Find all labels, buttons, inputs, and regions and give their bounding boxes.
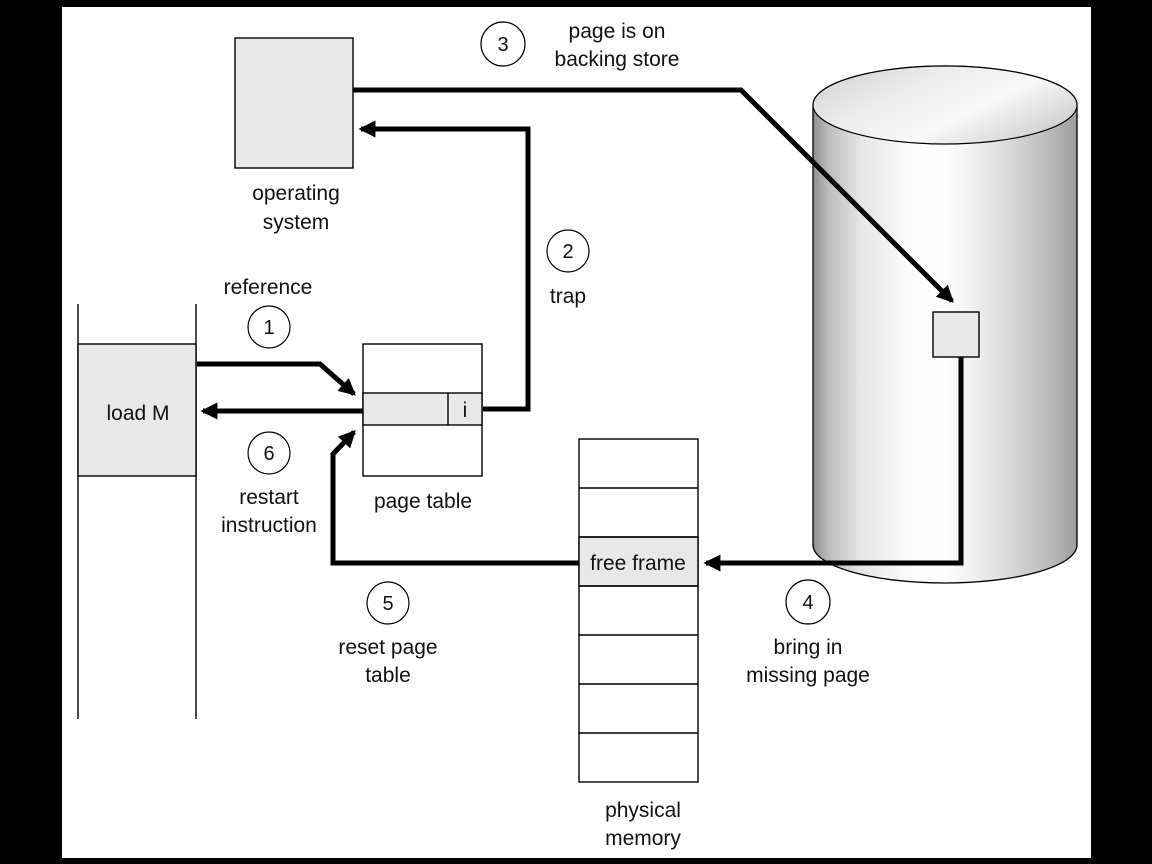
step-5-number: 5: [382, 593, 393, 615]
step-4-number: 4: [802, 592, 813, 614]
operating-system-label: system: [263, 211, 330, 234]
physical-memory-label: physical: [605, 799, 681, 822]
physical-memory: free frame physical memory: [578, 438, 699, 850]
page-table-invalid-row: [362, 392, 483, 426]
step-3-number: 3: [497, 34, 508, 56]
step-5-label: table: [365, 664, 411, 687]
step-5-badge: 5 reset page table: [338, 581, 438, 687]
page-table: i page table: [362, 343, 483, 513]
step2-trap-arrow: [358, 120, 531, 412]
step-2-number: 2: [562, 241, 573, 263]
step3-page-on-backing-store-arrow: [353, 87, 954, 303]
user-program-strip: load M: [77, 304, 197, 719]
load-m-box: [77, 343, 197, 477]
step-1-number: 1: [263, 317, 274, 339]
physical-memory-box: [578, 438, 699, 783]
step-2-circle: [546, 229, 590, 273]
step-1-badge: 1 reference: [224, 276, 313, 349]
step-3-circle: [480, 21, 526, 67]
step-6-badge: 6 restart instruction: [221, 431, 317, 537]
step-4-label: bring in: [774, 636, 843, 659]
physical-memory-label: memory: [605, 827, 681, 850]
step-1-circle: [247, 305, 291, 349]
step-4-badge: 4 bring in missing page: [746, 579, 870, 687]
operating-system-box: [234, 37, 354, 169]
step-3-label: page is on: [569, 20, 666, 43]
step-1-label: reference: [224, 276, 313, 299]
step-3-label: backing store: [555, 48, 680, 71]
step-6-label: instruction: [221, 514, 317, 537]
step-6-circle: [247, 431, 291, 475]
invalid-bit-label: i: [463, 399, 468, 422]
step-2-badge: 2 trap: [546, 229, 590, 308]
free-frame-label: free frame: [590, 552, 686, 575]
step-5-label: reset page: [338, 636, 437, 659]
page-table-label: page table: [374, 490, 472, 513]
step-4-circle: [785, 579, 831, 625]
step-6-label: restart: [239, 486, 299, 509]
page-on-disk-box: [932, 311, 980, 358]
step-2-label: trap: [550, 285, 586, 308]
step-4-label: missing page: [746, 664, 870, 687]
operating-system-label: operating: [252, 182, 340, 205]
load-m-label: load M: [106, 402, 169, 425]
step5-reset-page-table-arrow: [330, 430, 579, 566]
step4-bring-in-arrow: [703, 357, 964, 572]
step-5-circle: [366, 581, 410, 625]
step1-reference-arrow: [197, 361, 356, 396]
step-3-badge: 3 page is on backing store: [480, 20, 680, 71]
step-6-number: 6: [263, 443, 274, 465]
cylinder-top: [812, 65, 1078, 145]
